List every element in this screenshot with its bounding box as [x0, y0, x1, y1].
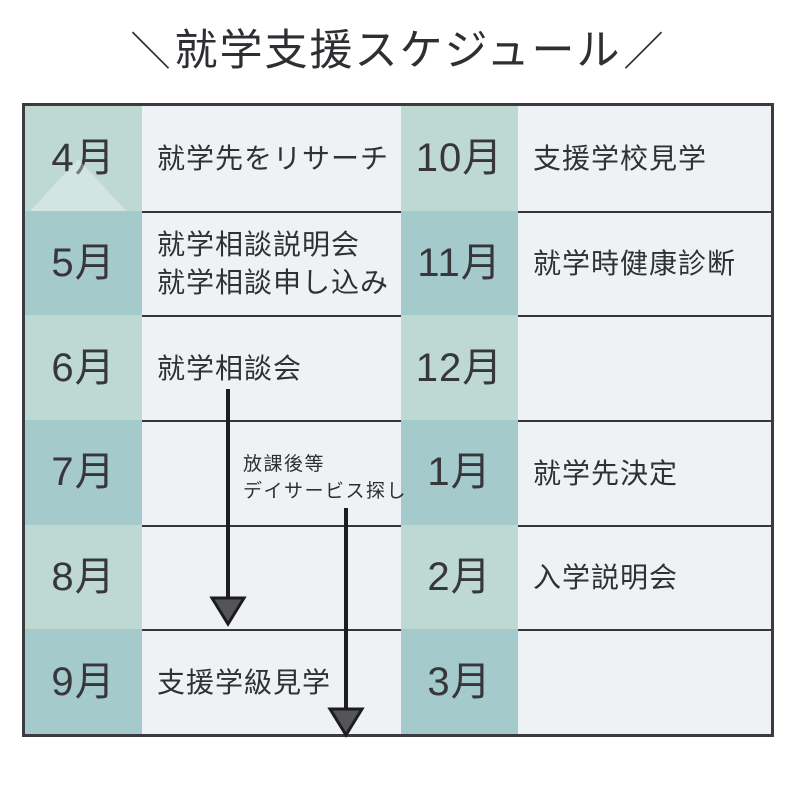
- schedule-grid: 4月 就学先をリサーチ 10月 支援学校見学 5月 就学相談説明会 就学相談申し…: [25, 106, 771, 734]
- month-label: 4月: [51, 136, 116, 181]
- task-line: 入学説明会: [533, 562, 679, 594]
- month-cell-august: 8月: [25, 524, 142, 630]
- task-line: 就学時健康診断: [533, 248, 737, 280]
- task-cell-april: 就学先をリサーチ: [142, 106, 401, 211]
- task-cell-june: 就学相談会: [142, 315, 401, 420]
- task-cell-january: 就学先決定: [518, 419, 771, 525]
- month-cell-may: 5月: [25, 210, 142, 316]
- task-cell-august: [142, 524, 401, 630]
- page-title: ＼ 就学支援スケジュール ／: [129, 30, 668, 73]
- task-cell-november: 就学時健康診断: [518, 210, 771, 316]
- title-text: 就学支援スケジュール: [174, 27, 622, 75]
- month-label: 2月: [427, 554, 492, 599]
- task-cell-december: [518, 315, 771, 420]
- month-cell-january: 1月: [401, 419, 518, 525]
- task-line: 就学相談会: [157, 352, 303, 384]
- title-right-slash: ／: [623, 29, 666, 74]
- month-cell-november: 11月: [401, 210, 518, 316]
- month-label: 8月: [51, 554, 116, 599]
- task-cell-september: 支援学級見学: [142, 629, 401, 734]
- month-cell-december: 12月: [401, 315, 518, 420]
- task-line: 支援学校見学: [533, 142, 708, 174]
- task-cell-may: 就学相談説明会 就学相談申し込み: [142, 210, 401, 316]
- month-label: 11月: [417, 240, 502, 285]
- month-cell-june: 6月: [25, 315, 142, 420]
- month-cell-february: 2月: [401, 524, 518, 630]
- annotation-daycare-search: 放課後等 デイサービス探し: [243, 452, 407, 506]
- month-label: 7月: [51, 450, 116, 495]
- annotation-line-1: 放課後等: [243, 454, 326, 475]
- task-cell-march: [518, 629, 771, 734]
- month-cell-march: 3月: [401, 629, 518, 734]
- annotation-line-2: デイサービス探し: [243, 480, 408, 502]
- month-cell-october: 10月: [401, 106, 518, 211]
- month-label: 10月: [415, 136, 504, 181]
- month-cell-september: 9月: [25, 629, 142, 734]
- month-cell-april: 4月: [25, 106, 142, 211]
- page-header: ＼ 就学支援スケジュール ／: [0, 0, 796, 103]
- task-cell-october: 支援学校見学: [518, 106, 771, 211]
- title-left-slash: ＼: [130, 29, 173, 74]
- schedule-table: 4月 就学先をリサーチ 10月 支援学校見学 5月 就学相談説明会 就学相談申し…: [22, 103, 774, 737]
- month-label: 9月: [51, 659, 116, 704]
- month-label: 1月: [427, 450, 492, 495]
- month-label: 12月: [415, 345, 504, 390]
- task-line: 就学相談説明会: [157, 229, 361, 261]
- task-line: 支援学級見学: [157, 666, 332, 698]
- task-line: 就学先をリサーチ: [157, 142, 390, 174]
- month-cell-july: 7月: [25, 419, 142, 525]
- task-line: 就学先決定: [533, 457, 679, 489]
- task-cell-february: 入学説明会: [518, 524, 771, 630]
- task-cell-july: [142, 419, 401, 525]
- month-label: 3月: [427, 659, 492, 704]
- task-line: 就学相談申し込み: [157, 266, 390, 298]
- month-label: 6月: [51, 345, 116, 390]
- month-label: 5月: [51, 240, 116, 285]
